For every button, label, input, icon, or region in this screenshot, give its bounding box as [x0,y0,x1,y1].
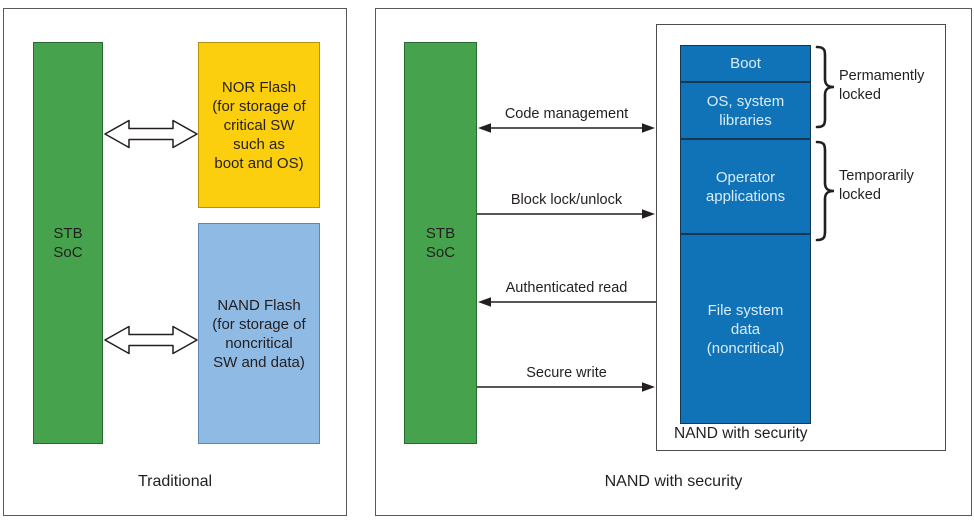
section-file-system-label: File system data (noncritical) [706,301,785,357]
nand-with-security-box: Boot OS, system libraries Operator appli… [656,24,946,451]
nor-flash-label: NOR Flash (for storage of critical SW su… [212,78,306,172]
authenticated-read-arrow [478,297,656,307]
secure-write-label: Secure write [526,365,607,381]
nand-flash-label: NAND Flash (for storage of noncritical S… [212,296,306,371]
bidirectional-arrow-nor [104,119,198,149]
block-lock-unlock-label: Block lock/unlock [510,192,623,208]
authenticated-read-label: Authenticated read [505,280,628,296]
stb-soc-label-traditional: STB SoC [53,225,83,261]
bidirectional-arrow-nand [104,325,198,355]
nand-memory-stack: Boot OS, system libraries Operator appli… [680,45,811,424]
permanently-locked-brace [815,45,835,129]
secure-write-arrow [477,382,655,392]
section-boot: Boot [681,46,810,81]
stb-soc-label-secure: STB SoC [425,225,456,261]
block-lock-unlock-arrow [477,209,655,219]
nor-flash-box: NOR Flash (for storage of critical SW su… [198,42,320,208]
stb-soc-box-secure: STB SoC [404,42,477,444]
code-management-label: Code management [504,106,629,122]
section-file-system-data: File system data (noncritical) [681,233,810,423]
traditional-caption: Traditional [137,473,213,490]
nand-flash-box: NAND Flash (for storage of noncritical S… [198,223,320,444]
nand-security-caption: NAND with security [604,473,743,490]
nand-with-security-inner-label: NAND with security [674,425,808,442]
nand-security-panel: STB SoC Code management Block lock/unloc… [375,8,972,516]
section-operator-applications: Operator applications [681,138,810,233]
section-os-system-libraries: OS, system libraries [681,81,810,138]
code-management-arrow [478,123,655,133]
traditional-panel: STB SoC NOR Flash (for storage of critic… [3,8,347,516]
section-boot-label: Boot [730,55,761,72]
temporarily-locked-brace [815,140,835,242]
temporarily-locked-label: Temporarily locked [839,168,914,203]
section-os-label: OS, system libraries [706,92,785,129]
stb-soc-box-traditional: STB SoC [33,42,103,444]
section-operator-label: Operator applications [705,168,786,205]
permanently-locked-label: Permamently locked [839,68,925,103]
